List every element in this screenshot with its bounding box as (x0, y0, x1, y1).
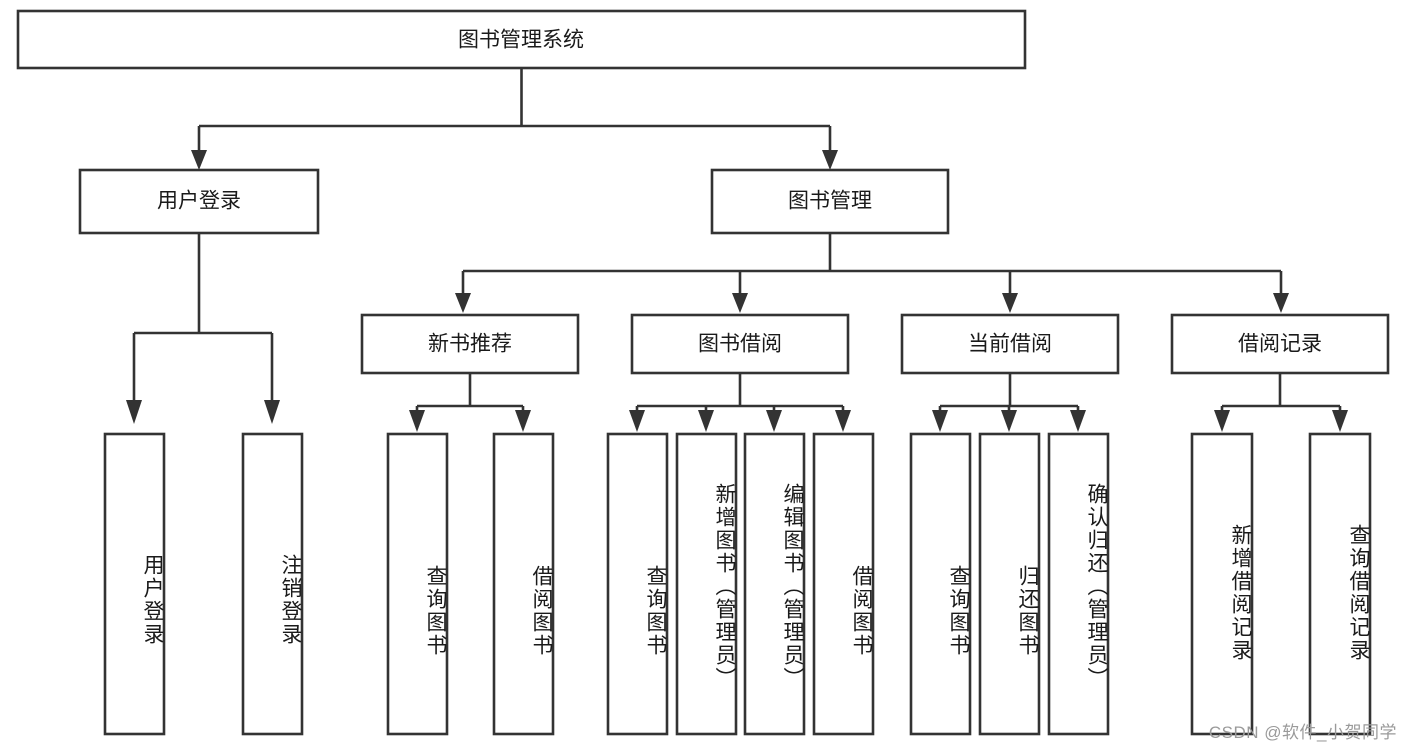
connector-group-bookmgmt (455, 233, 1289, 313)
leaf-box-user-login-0[interactable] (103, 432, 166, 736)
arrow-head-userlogin-leaf-0 (126, 400, 142, 424)
arrow-head-bookborrow-leaf-1 (698, 410, 714, 432)
node-book-management-box[interactable] (710, 168, 950, 235)
leaf-box-borrow-record-1[interactable] (1308, 432, 1372, 736)
arrow-head-userlogin-leaf-1 (264, 400, 280, 424)
connector-group-root (191, 68, 838, 170)
leaf-box-current-borrow-0[interactable] (909, 432, 972, 736)
node-book-borrow-label: 图书借阅 (698, 333, 782, 356)
node-book-management-label: 图书管理 (788, 190, 872, 213)
leaf-box-new-book-0[interactable] (386, 432, 449, 736)
arrow-head-newbook-leaf-1 (515, 410, 531, 432)
leaf-box-book-borrow-1[interactable] (675, 432, 738, 736)
arrow-head-borrowrecord (1273, 293, 1289, 313)
node-current-borrow-label: 当前借阅 (968, 333, 1052, 356)
connector-group-newbook-children (409, 373, 531, 432)
arrow-head-userlogin (191, 150, 207, 170)
arrow-head-currentborrow-leaf-1 (1001, 410, 1017, 432)
connector-group-currentborrow-children (932, 373, 1086, 432)
connector-group-borrowrecord-children (1214, 373, 1348, 432)
node-borrow-record-box[interactable] (1170, 313, 1390, 375)
node-borrow-record-label: 借阅记录 (1238, 333, 1322, 356)
leaf-box-book-borrow-2[interactable] (743, 432, 806, 736)
arrow-head-bookborrow-leaf-2 (766, 410, 782, 432)
arrow-head-newbook (455, 293, 471, 313)
node-new-book-recommend-label: 新书推荐 (428, 333, 512, 356)
node-new-book-recommend-box[interactable] (360, 313, 580, 375)
leaf-box-current-borrow-1[interactable] (978, 432, 1041, 736)
leaf-box-new-book-1[interactable] (492, 432, 555, 736)
arrow-head-newbook-leaf-0 (409, 410, 425, 432)
connector-group-userlogin-children (126, 233, 280, 424)
arrow-head-bookborrow-leaf-3 (835, 410, 851, 432)
node-root-label: 图书管理系统 (458, 29, 584, 52)
node-user-login-label: 用户登录 (157, 190, 241, 213)
leaf-box-book-borrow-0[interactable] (606, 432, 669, 736)
node-user-login-box[interactable] (78, 168, 320, 235)
arrow-head-bookborrow (732, 293, 748, 313)
leaf-box-book-borrow-3[interactable] (812, 432, 875, 736)
arrow-head-currentborrow (1002, 293, 1018, 313)
arrow-head-bookborrow-leaf-0 (629, 410, 645, 432)
arrow-head-borrowrecord-leaf-0 (1214, 410, 1230, 432)
leaf-box-current-borrow-2[interactable] (1047, 432, 1110, 736)
leaf-box-borrow-record-0[interactable] (1190, 432, 1254, 736)
node-book-borrow-box[interactable] (630, 313, 850, 375)
arrow-head-borrowrecord-leaf-1 (1332, 410, 1348, 432)
connector-group-bookborrow-children (629, 373, 851, 432)
leaf-box-user-login-1[interactable] (241, 432, 304, 736)
arrow-head-currentborrow-leaf-2 (1070, 410, 1086, 432)
csdn-watermark: CSDN @软件_小贺同学 (1208, 723, 1397, 742)
node-root-box[interactable] (16, 9, 1027, 70)
arrow-head-currentborrow-leaf-0 (932, 410, 948, 432)
arrow-head-bookmgmt (822, 150, 838, 170)
node-current-borrow-box[interactable] (900, 313, 1120, 375)
